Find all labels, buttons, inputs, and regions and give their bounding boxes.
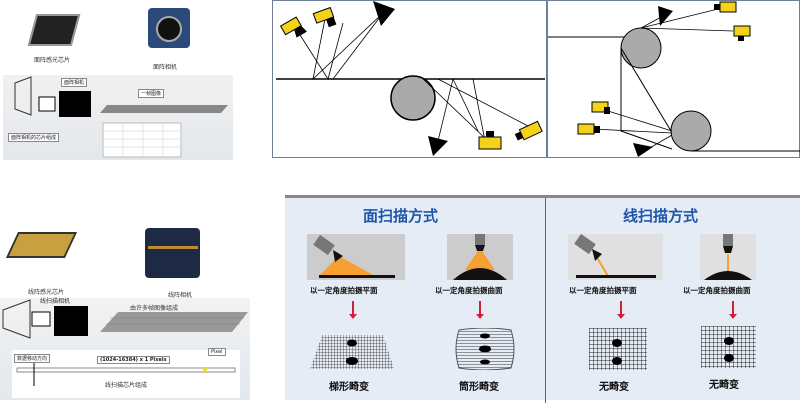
roller-diagram (548, 1, 800, 157)
area-chip-composition-label: 面阵相机的芯片组成 (8, 133, 60, 142)
area-scan-title: 面扫描方式 (363, 207, 439, 225)
line-chip-composition-label: 线扫描芯片组成 (105, 382, 148, 389)
scan-comparison-panel: 面扫描方式 线扫描方式 以一定角度拍摄平面 梯形畸变 以一定角度拍摄曲面 筒形畸… (285, 195, 800, 403)
arrow-down-icon (476, 301, 484, 319)
line-camera-label: 线阵相机 (168, 292, 193, 299)
line-chip-image (5, 232, 78, 258)
pixel-label: Pixel (208, 348, 226, 356)
line-scan-setup-flat (272, 0, 547, 158)
divider (545, 198, 546, 403)
line-flat-illustration (568, 233, 663, 280)
area-camera-image (148, 8, 190, 48)
line-chip-label: 线阵感光芯片 (28, 289, 65, 296)
barrel-distortion-image (455, 327, 515, 371)
line-flat-caption: 以一定角度拍摄平面 (569, 286, 637, 295)
area-curved-illustration (447, 234, 513, 280)
arrow-down-icon (729, 301, 737, 319)
area-camera-label: 面阵相机 (153, 64, 178, 71)
arrow-down-icon (617, 301, 625, 319)
area-diagram-camera-label: 面阵相机 (61, 78, 88, 87)
no-distortion-image-2 (701, 326, 756, 368)
frame-label: 一帧图像 (138, 89, 165, 98)
line-curved-illustration (700, 234, 756, 280)
area-flat-illustration (307, 234, 405, 280)
direction-label: 数据移动方向 (14, 354, 51, 363)
line-flat-result: 无畸变 (599, 382, 629, 393)
line-diagram-camera-label: 线扫描相机 (40, 298, 71, 305)
trapezoid-distortion-image (310, 331, 395, 371)
line-scan-title: 线扫描方式 (623, 207, 699, 225)
camera-icons-top (279, 1, 395, 38)
pixels-label: (1024-16384) x 1 Pixels (97, 356, 170, 364)
arrow-down-icon (349, 301, 357, 319)
flat-surface-diagram (276, 1, 545, 156)
area-scan-diagram-graphics (14, 76, 228, 158)
line-scan-diagram: 线扫描相机 由许多帧图像组成 数据移动方向 (1024-16384) x 1 P… (0, 298, 250, 400)
line-scan-intro: 线阵感光芯片 线阵相机 线扫描相机 由许多帧图像组成 数据移动方向 (1024-… (0, 220, 250, 400)
area-chip-label: 面阵感光芯片 (34, 57, 71, 64)
area-chip-image (27, 14, 81, 46)
frames-label: 由许多帧图像组成 (130, 305, 179, 312)
area-flat-caption: 以一定角度拍摄平面 (310, 286, 378, 295)
area-curved-caption: 以一定角度拍摄曲面 (435, 286, 503, 295)
line-scan-setup-roller (547, 0, 800, 158)
area-curved-result: 筒形畸变 (459, 382, 499, 393)
area-scan-diagram: 面阵相机 一帧图像 面阵相机的芯片组成 (3, 75, 233, 160)
line-curved-result: 无畸变 (709, 380, 739, 391)
area-flat-result: 梯形畸变 (329, 382, 369, 393)
no-distortion-image-1 (589, 328, 647, 370)
camera-icons-bottom (428, 120, 543, 156)
line-curved-caption: 以一定角度拍摄曲面 (683, 286, 751, 295)
line-camera-image (145, 228, 200, 278)
area-scan-intro: 面阵感光芯片 面阵相机 面阵相机 一帧图像 面阵相机的芯片组成 (0, 0, 270, 160)
